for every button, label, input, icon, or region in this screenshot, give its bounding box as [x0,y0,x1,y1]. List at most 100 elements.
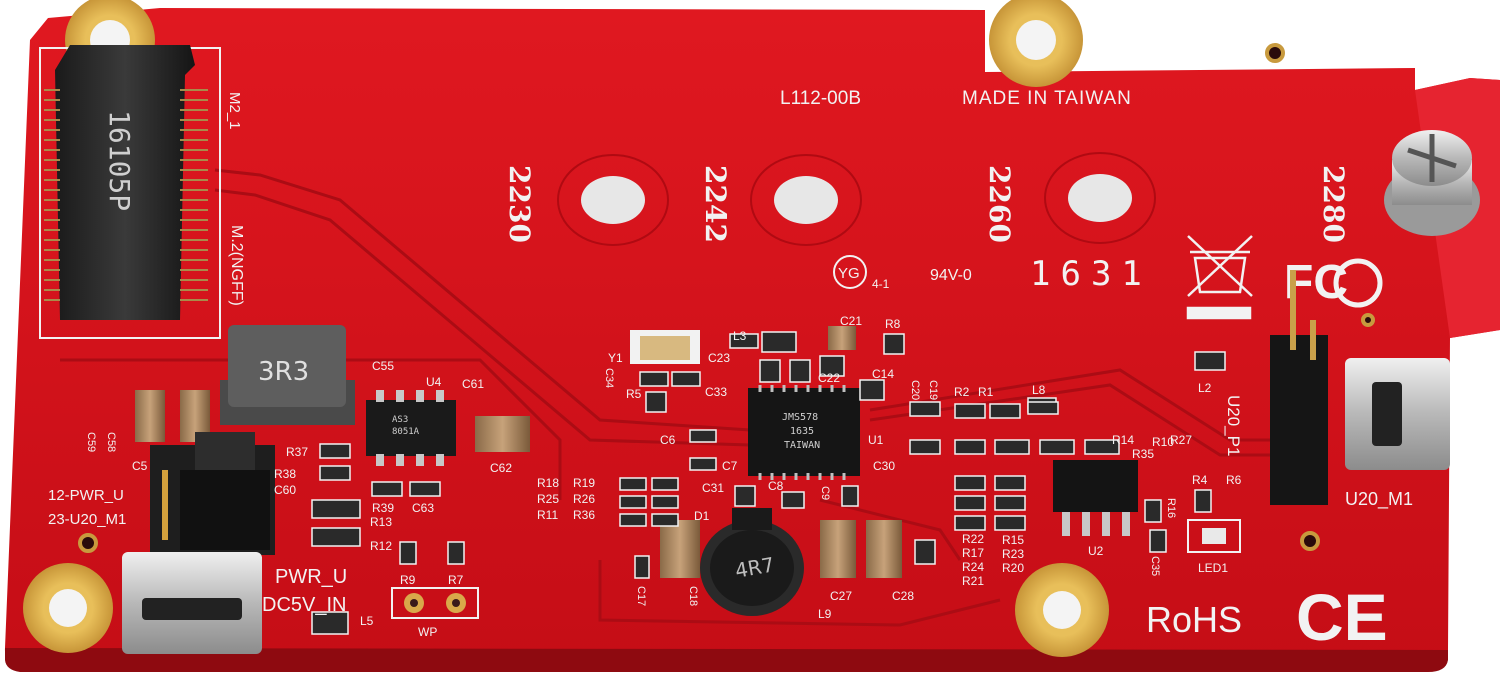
connector-marking: 16105P [103,110,136,211]
standoff-2260 [1044,152,1156,244]
chip-u4-line2: 8051A [392,427,420,437]
standoff-label-2260: 2260 [983,165,1016,243]
smd-passives [311,331,1226,635]
y1-label: Y1 [608,351,623,365]
ref-r5: R5 [626,387,642,401]
chip-u1-controller: JMS578 1635 TAIWAN [748,385,860,480]
ref-r35: R35 [1132,447,1154,461]
standoff-label-2242: 2242 [699,165,732,243]
chip-u1-line3: TAIWAN [784,440,820,451]
l5-label: L5 [360,614,374,628]
ref-c5: C5 [132,459,148,473]
l2-label: L2 [1198,381,1212,395]
l3-label: L3 [733,329,747,343]
board-model-label: L112-00B [780,88,861,109]
rohs-label: RoHS [1146,599,1242,640]
ref-c60: C60 [274,483,296,497]
micro-usb-power-port[interactable] [122,552,262,654]
ce-mark-text: CE [1296,580,1388,654]
ref-r2: R2 [954,385,970,399]
vias [78,43,1375,553]
chip-u4: AS3 8051A [366,390,456,466]
inductor-4r7: 4R7 [700,508,804,616]
micro-usb-data-port[interactable] [1345,358,1450,470]
ref-c63: C63 [412,501,434,515]
standoff-2242 [750,154,862,246]
u2-label: U2 [1088,544,1104,558]
ref-r8: R8 [885,317,901,331]
dc5v-in-label: DC5V_IN [262,594,346,616]
chip-u4-line1: AS3 [392,415,408,425]
ref-r16: R16 [1165,498,1177,518]
standoff-2230 [557,154,669,246]
ref-r4: R4 [1192,473,1208,487]
jumper-label-2: 23-U20_M1 [48,511,126,528]
wp-jumper-pads [391,587,479,619]
date-code-label: 1631 [1030,254,1152,294]
l9-label: L9 [818,607,832,621]
ref-r37: R37 [286,445,308,459]
ref-r21: R21 [962,574,984,588]
ref-c35: C35 [1149,556,1161,576]
jumper-block [150,432,275,555]
ref-c23: C23 [708,351,730,365]
ref-r17: R17 [962,546,984,560]
u1-label: U1 [868,433,884,447]
ref-c61: C61 [462,377,484,391]
wp-label: WP [418,625,437,639]
flammability-label: 94V-0 [930,267,972,284]
ref-r9: R9 [400,573,416,587]
ref-r22: R22 [962,532,984,546]
ref-c18: C18 [687,586,699,606]
m2-slot-label: M2_1 [226,92,243,130]
ref-c19: C19 [927,380,939,400]
ref-r23: R23 [1002,547,1024,561]
ref-r38: R38 [274,467,296,481]
ref-c7: C7 [722,459,738,473]
ref-r36: R36 [573,508,595,522]
ref-c8: C8 [768,479,784,493]
ref-c62: C62 [490,461,512,475]
m2-standoff-holes [557,152,1156,246]
ul-mark-suffix: 4-1 [872,277,890,291]
ref-c33: C33 [705,385,727,399]
ul-mark: YG 4-1 [833,255,890,291]
mounting-hole-top-right [989,0,1083,87]
jumper-label-1: 12-PWR_U [48,487,124,504]
ref-r26: R26 [573,492,595,506]
standoff-screw-2280 [1384,130,1480,236]
ref-r20: R20 [1002,561,1024,575]
ul-mark-text: YG [838,265,860,282]
ref-r14: R14 [1112,433,1134,447]
pin-header-u20-p1 [1270,270,1328,505]
chip-u1-line1: JMS578 [782,412,818,423]
ref-c22: C22 [818,371,840,385]
ref-c28: C28 [892,589,914,603]
d1-label: D1 [694,509,710,523]
ref-c6: C6 [660,433,676,447]
m2-connector: 16105P [39,45,221,339]
ref-c59: C59 [85,432,97,452]
chip-u2 [1053,460,1138,536]
ref-c34: C34 [603,368,615,388]
ref-c30: C30 [873,459,895,473]
ref-r27: R27 [1170,433,1192,447]
ref-r11: R11 [537,508,558,522]
ref-r7: R7 [448,573,464,587]
ce-mark: CE [1296,580,1388,654]
mounting-hole-bottom-left [23,563,113,653]
led1-label: LED1 [1198,561,1228,575]
inductor-3r3-marking: 3R3 [258,357,309,387]
ref-r19: R19 [573,476,595,490]
l8-label: L8 [1032,383,1046,397]
ref-r24: R24 [962,560,984,574]
ref-c58: C58 [105,432,117,452]
inductor-3r3: 3R3 [220,325,355,425]
u20-m1-label: U20_M1 [1345,489,1413,510]
ref-r25: R25 [537,492,559,506]
mounting-hole-bottom-right [1015,563,1109,657]
standoff-label-2230: 2230 [503,165,536,243]
pwr-u-label: PWR_U [275,566,347,588]
ref-r1: R1 [978,385,994,399]
